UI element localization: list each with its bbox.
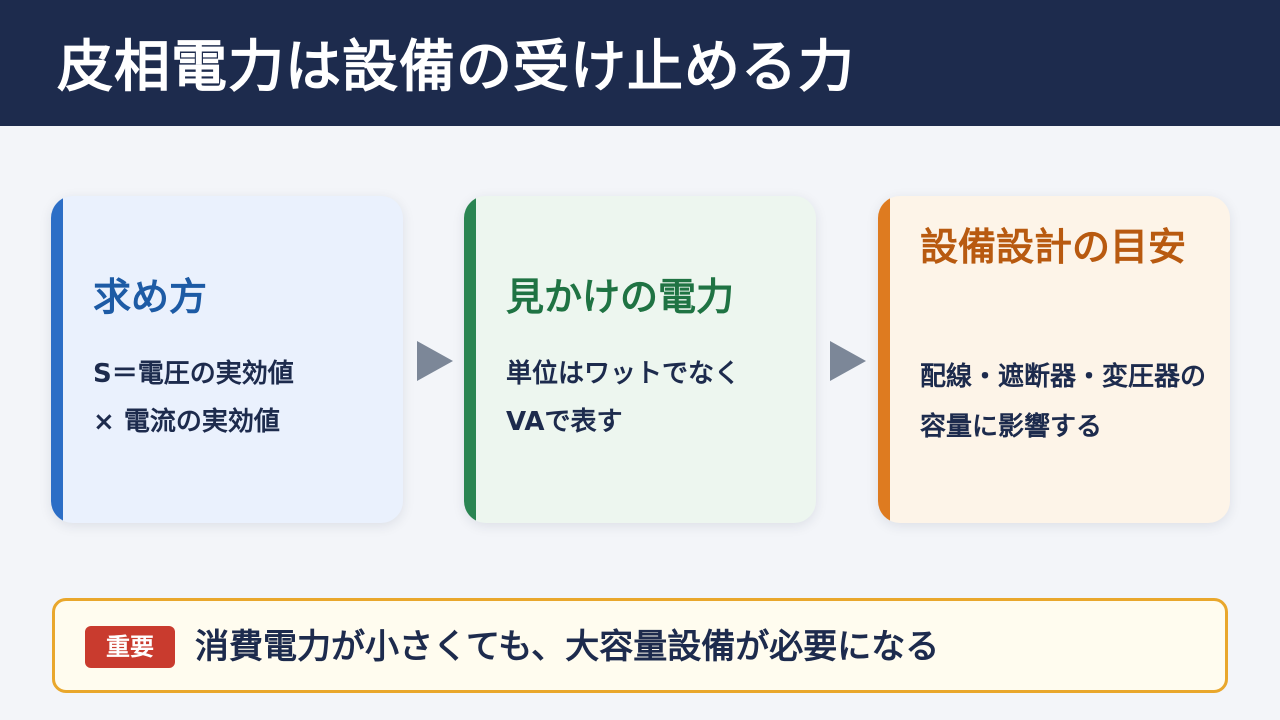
title-bar: 皮相電力は設備の受け止める力 (0, 0, 1280, 126)
arrow-right-icon (830, 341, 866, 381)
step-card-apparent-power: 見かけの電力 単位はワットでなく VAで表す (464, 196, 816, 523)
step-heading: 求め方 (93, 275, 208, 319)
card-accent-bar (51, 196, 63, 523)
step-card-equipment-design: 設備設計の目安 配線・遮断器・変圧器の 容量に影響する (878, 196, 1230, 523)
step-body: S＝電圧の実効値 × 電流の実効値 (93, 359, 294, 437)
step-body: 配線・遮断器・変圧器の 容量に影響する (920, 362, 1207, 442)
step-body: 単位はワットでなく VAで表す (506, 359, 741, 437)
step-heading: 見かけの電力 (506, 275, 735, 319)
important-note: 重要 消費電力が小さくても、大容量設備が必要になる (52, 598, 1228, 693)
page-title: 皮相電力は設備の受け止める力 (57, 35, 855, 100)
arrow-right-icon (417, 341, 453, 381)
step-heading: 設備設計の目安 (920, 225, 1187, 269)
card-accent-bar (464, 196, 476, 523)
important-badge: 重要 (85, 626, 175, 668)
important-note-text: 消費電力が小さくても、大容量設備が必要になる (195, 627, 940, 667)
step-card-calculation: 求め方 S＝電圧の実効値 × 電流の実効値 (51, 196, 403, 523)
card-accent-bar (878, 196, 890, 523)
